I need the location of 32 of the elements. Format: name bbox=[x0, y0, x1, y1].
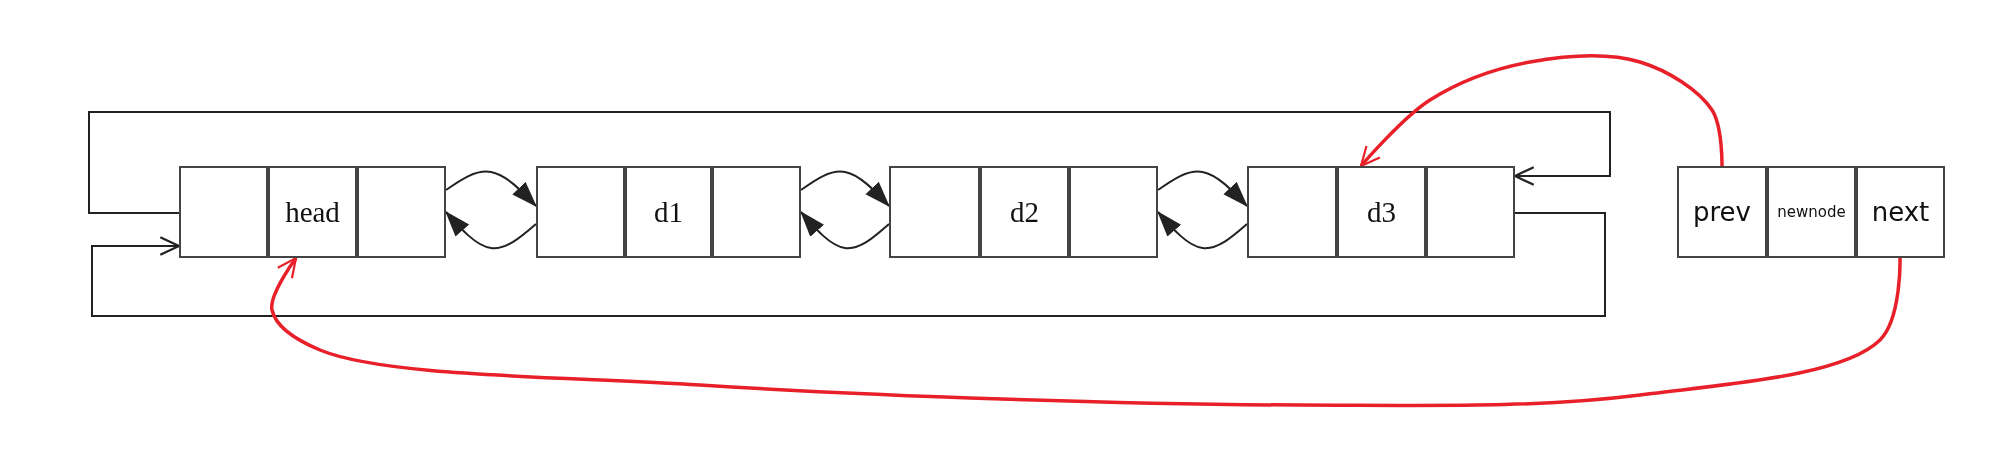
list-cell bbox=[1677, 166, 1767, 258]
list-cell bbox=[357, 166, 446, 258]
cell-label: d1 bbox=[654, 195, 683, 229]
list-cell bbox=[268, 166, 357, 258]
list-cell bbox=[980, 166, 1069, 258]
list-cell bbox=[889, 166, 980, 258]
arrow bbox=[445, 211, 537, 250]
arrow bbox=[445, 170, 537, 207]
list-cell bbox=[1247, 166, 1337, 258]
list-cell bbox=[625, 166, 712, 258]
list-cell bbox=[712, 166, 801, 258]
arrow bbox=[88, 111, 1611, 214]
arrow bbox=[270, 257, 1902, 408]
cell-label: head bbox=[285, 195, 340, 229]
arrow bbox=[800, 211, 890, 250]
list-cell bbox=[179, 166, 268, 258]
arrow bbox=[800, 170, 890, 207]
list-cell bbox=[1767, 166, 1856, 258]
list-cell bbox=[1856, 166, 1945, 258]
arrow bbox=[1157, 211, 1248, 250]
cell-label: newnode bbox=[1777, 203, 1846, 221]
cell-label: next bbox=[1871, 197, 1930, 227]
arrow bbox=[1359, 54, 1724, 168]
arrow bbox=[1157, 170, 1248, 207]
list-cell bbox=[1337, 166, 1426, 258]
list-cell bbox=[536, 166, 625, 258]
arrow bbox=[91, 212, 1606, 317]
list-cell bbox=[1426, 166, 1515, 258]
list-cell bbox=[1069, 166, 1158, 258]
cell-label: prev bbox=[1693, 197, 1751, 227]
cell-label: d2 bbox=[1010, 195, 1039, 229]
cell-label: d3 bbox=[1367, 195, 1396, 229]
